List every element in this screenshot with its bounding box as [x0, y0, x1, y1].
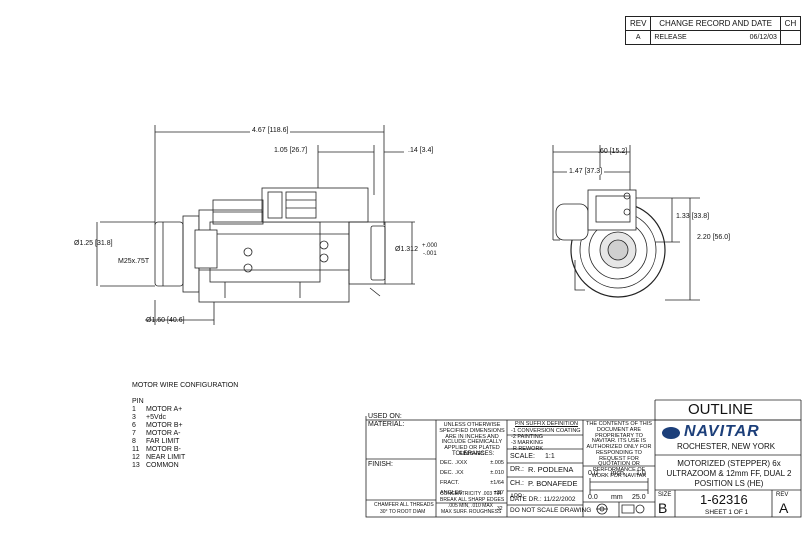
- size-value: B: [658, 500, 668, 516]
- drawing-description: MOTORIZED (STEPPER) 6x ULTRAZOOM & 12mm …: [657, 459, 801, 489]
- change-cell: RELEASE 06/12/03: [650, 30, 781, 45]
- revision-table: REV CHANGE RECORD AND DATE CH A RELEASE …: [624, 16, 802, 45]
- proprietary-note: THE CONTENTS OF THIS DOCUMENT ARE PROPRI…: [586, 421, 652, 479]
- end-view: [552, 145, 700, 301]
- tolerance-row: ANGLES±30': [440, 490, 504, 496]
- location: ROCHESTER, NEW YORK: [677, 442, 776, 451]
- scale-inch-0: 0.0: [588, 470, 598, 477]
- tolerance-row: DEC. .XXX±.005: [440, 460, 504, 466]
- rev-value: A: [779, 500, 789, 516]
- description-line: ULTRAZOOM & 12mm FF, DUAL 2: [666, 469, 792, 478]
- break-edges: BREAK ALL SHARP EDGES: [440, 497, 505, 503]
- rev-label: REV: [776, 492, 789, 498]
- dim-end-h2: 2.20 [56.0]: [697, 234, 731, 241]
- dr-label: DR.:: [510, 466, 524, 473]
- break-edges-2: .005 MIN, .010 MAX: [448, 503, 494, 509]
- navitar-logo: NAVITAR: [684, 423, 760, 440]
- title-block: [365, 399, 802, 518]
- ch-label: CH.:: [510, 480, 524, 487]
- size-label: SIZE: [658, 492, 672, 498]
- logo-mark-icon: [662, 427, 680, 439]
- tolerances-list: DEC. .XXX±.005 DEC. .XX±.010 FRACT.±1/64…: [440, 458, 504, 498]
- chamfer-note-2: 30° TO ROOT DIAM: [380, 509, 426, 515]
- pin-row: 3+5Vdc: [132, 414, 167, 421]
- used-on-label: USED ON:: [368, 413, 402, 420]
- ch-cell: [779, 30, 802, 45]
- dim-end-top: .60 [15.2]: [598, 148, 628, 155]
- scale-mm-0: 0.0: [588, 494, 598, 501]
- dim-dia-right: Ø1.312: [395, 246, 418, 253]
- scale-mm-1: 25.0: [632, 494, 646, 501]
- part-number: 1-62316: [700, 492, 748, 507]
- unless-note: UNLESS OTHERWISE SPECIFIED DIMENSIONS AR…: [439, 422, 505, 457]
- pin-header: PIN: [132, 398, 144, 405]
- pn-suffix-line: -2 PAINTING: [511, 434, 543, 440]
- dim-small-length: .14 [3.4]: [408, 147, 434, 154]
- app-label: APP.:: [510, 494, 525, 500]
- pn-suffix-list: -1 CONVERSION COATING -2 PAINTING -3 MAR…: [511, 428, 581, 452]
- pn-suffix-line: -1 CONVERSION COATING: [511, 428, 581, 434]
- date-label: DATE DR.: 11/22/2002: [510, 496, 576, 504]
- finish-label: FINISH:: [368, 461, 393, 468]
- rev-cell: A: [624, 30, 652, 45]
- pn-suffix-title: P/N SUFFIX DEFINITION: [515, 421, 578, 427]
- date-value: 11/22/2002: [543, 496, 576, 503]
- outline-title: OUTLINE: [688, 401, 754, 418]
- scale-label: SCALE:: [510, 453, 535, 460]
- scale-value: 1:1: [545, 453, 555, 460]
- pn-suffix-line: -R REWORK: [511, 446, 544, 452]
- scale-inch-unit: inch: [611, 470, 624, 477]
- tolerances-title: TOLERANCES:: [452, 451, 495, 457]
- description-line: POSITION LS (HE): [694, 479, 764, 488]
- dim-end-h1: 1.33 [33.8]: [676, 213, 710, 220]
- description-line: MOTORIZED (STEPPER) 6x: [677, 459, 781, 468]
- concentricity: CONCENTRICITY .003 TIR: [440, 491, 502, 497]
- dim-end-width: 1.47 [37.3]: [567, 168, 605, 175]
- sheet-number: SHEET 1 OF 1: [705, 509, 749, 516]
- dim-tol-plus: +.000: [422, 243, 438, 249]
- change-text: RELEASE: [654, 34, 687, 41]
- change-date: 06/12/03: [749, 34, 777, 41]
- dim-tol-minus: -.001: [423, 251, 437, 257]
- material-label: MATERIAL:: [368, 421, 405, 428]
- tolerance-row: FRACT.±1/64: [440, 480, 504, 486]
- scale-mm-unit: mm: [611, 494, 623, 501]
- dr-value: R. PODLENA: [528, 465, 574, 474]
- date-label-text: DATE DR.:: [510, 496, 542, 503]
- ch-value: P. BONAFEDE: [528, 479, 578, 488]
- tolerance-row: DEC. .XX±.010: [440, 470, 504, 476]
- dim-mid-length: 1.05 [26.7]: [272, 147, 310, 154]
- chamfer-note: CHAMFER ALL THREADS: [374, 502, 434, 508]
- do-not-scale: DO NOT SCALE DRAWING: [510, 507, 592, 514]
- roughness: MAX SURF. ROUGHNESS: [441, 509, 502, 515]
- roughness-value: 32: [497, 506, 503, 512]
- dim-dia-left: Ø1.25 [31.8]: [74, 240, 113, 247]
- dim-thread: M25x.75T: [118, 258, 150, 265]
- wire-config-title: MOTOR WIRE CONFIGURATION: [132, 382, 239, 389]
- dim-overall-length: 4.67 [118.6]: [250, 127, 291, 134]
- side-view: [96, 125, 415, 325]
- dim-dia-bottom: Ø1.60 [40.6]: [146, 317, 185, 324]
- scale-inch-1: 1.0: [636, 470, 646, 477]
- pn-suffix-line: -3 MARKING: [511, 440, 544, 446]
